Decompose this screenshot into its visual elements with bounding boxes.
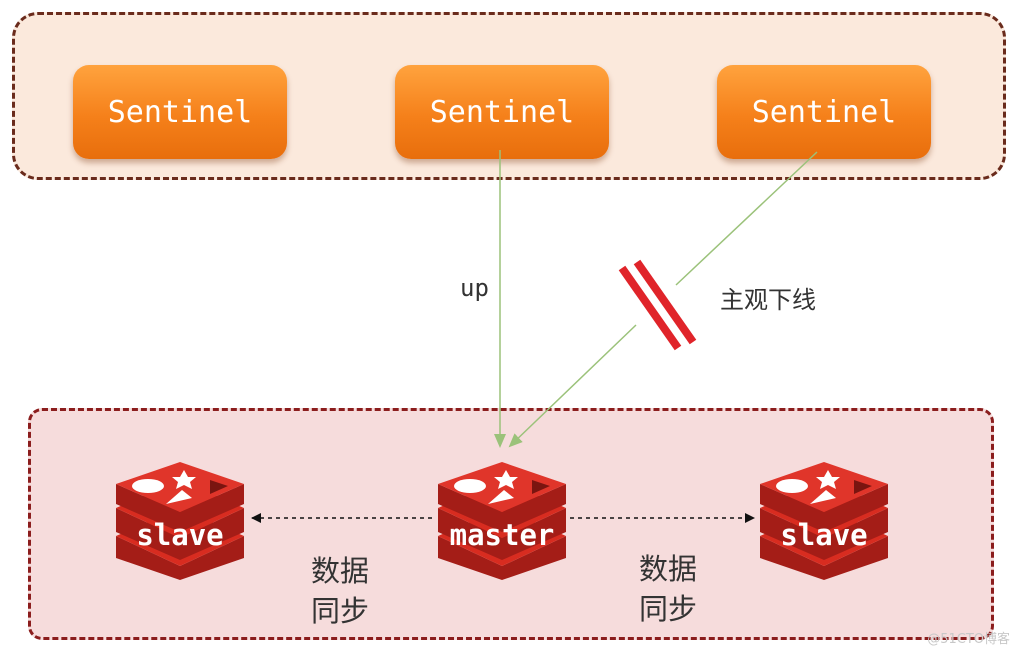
disconnect-mark	[618, 259, 697, 351]
sync-label-line: 数据	[638, 552, 697, 586]
sdown-arrow-lower	[508, 324, 637, 448]
sync-label-left: 数据 同步	[300, 551, 380, 631]
watermark: @51CTO博客	[927, 632, 1010, 647]
node-label: master	[449, 518, 555, 552]
up-label: up	[460, 274, 489, 302]
sentinel-node-2: Sentinel	[395, 65, 609, 159]
sentinel-node-3: Sentinel	[717, 65, 931, 159]
redis-master: master	[432, 462, 572, 582]
sentinel-label: Sentinel	[107, 94, 253, 130]
sync-label-right: 数据 同步	[628, 549, 708, 629]
sentinel-group: Sentinel Sentinel Sentinel	[12, 12, 1006, 180]
sentinel-label: Sentinel	[751, 94, 897, 130]
sync-label-line: 数据	[310, 554, 369, 588]
redis-logo-icon	[760, 462, 888, 580]
redis-slave-right: slave	[754, 462, 894, 582]
sync-label-line: 同步	[310, 594, 369, 628]
node-label: slave	[780, 518, 868, 552]
subjective-down-label: 主观下线	[720, 286, 816, 314]
sync-label-line: 同步	[638, 592, 697, 626]
redis-logo-icon	[116, 462, 244, 580]
node-label: slave	[136, 518, 224, 552]
redis-slave-left: slave	[110, 462, 250, 582]
sentinel-node-1: Sentinel	[73, 65, 287, 159]
redis-logo-icon	[438, 462, 566, 580]
sdown-arrow-upper	[675, 151, 818, 286]
sentinel-label: Sentinel	[429, 94, 575, 130]
